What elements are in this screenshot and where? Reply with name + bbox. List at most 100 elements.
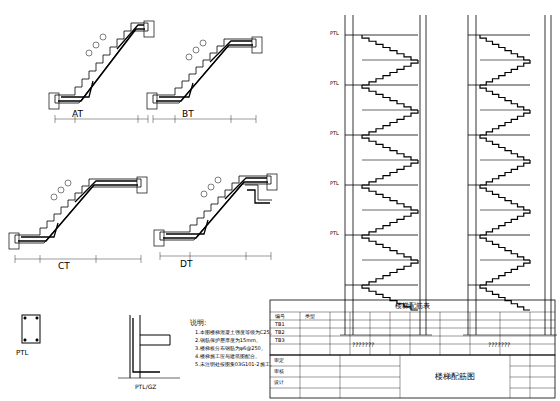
drawing-line <box>330 312 331 355</box>
drawing-line <box>345 15 346 335</box>
drawing-line <box>362 185 418 210</box>
drawing-line <box>350 312 351 355</box>
drawing-line <box>40 255 41 263</box>
drawing-line <box>153 119 256 120</box>
drawing-line <box>468 35 530 36</box>
table-title: 楼梯配筋表 <box>270 301 555 312</box>
drawing-line <box>468 15 469 335</box>
drawing-line <box>75 181 137 202</box>
drawing-line <box>130 315 131 378</box>
drawing-line <box>480 110 530 135</box>
title-text: 楼梯配筋表 <box>395 303 430 310</box>
drawing-label: 设计 <box>274 380 284 385</box>
drawing-line <box>362 235 418 260</box>
drawing-line <box>160 232 161 240</box>
drawing-line <box>160 256 271 257</box>
drawing-line <box>480 185 530 210</box>
drawing-line <box>190 252 191 260</box>
drawing-line <box>362 60 418 61</box>
drawing-line <box>246 252 247 260</box>
drawing-line <box>410 312 411 355</box>
drawing-line <box>510 355 511 398</box>
drawing-line <box>270 388 400 389</box>
drawing-line <box>345 85 418 86</box>
drawing-line <box>148 115 149 123</box>
drawing-label: 审定 <box>274 358 284 363</box>
drawing-line <box>55 115 56 123</box>
drawing-line <box>476 15 477 335</box>
drawing-label: PTL <box>330 181 339 186</box>
drawing-line <box>362 60 418 85</box>
drawing-line <box>270 336 555 337</box>
drawing-label: 1.本图楼梯混凝土强度等级为C25。 <box>195 330 275 335</box>
drawing-line <box>468 85 530 86</box>
drawing-line <box>156 45 253 101</box>
drawing-label: BT <box>182 110 194 119</box>
drawing-line <box>362 85 418 110</box>
drawing-line <box>58 29 145 101</box>
drawing-line <box>345 185 418 186</box>
drawing-line <box>153 39 256 103</box>
drawing-line <box>420 15 421 335</box>
drawing-label: 编号 <box>275 314 285 319</box>
drawing-line <box>15 259 141 260</box>
drawing-line <box>270 344 555 345</box>
drawing-line <box>117 25 144 49</box>
drawing-line <box>270 312 555 313</box>
drawing-line <box>345 35 418 36</box>
drawing-line <box>153 115 154 123</box>
drawing-line <box>362 260 418 261</box>
drawing-line <box>362 110 418 135</box>
drawing-line <box>480 235 530 260</box>
table-title: 楼梯配筋图 <box>400 356 510 398</box>
drawing-label: PTL <box>330 81 339 86</box>
drawing-label: ??????? <box>352 342 374 348</box>
drawing-line <box>370 312 371 355</box>
drawing-line <box>480 110 530 111</box>
drawing-line <box>480 160 530 161</box>
drawing-line <box>15 179 141 243</box>
drawing-line <box>468 285 530 286</box>
drawing-line <box>133 318 160 372</box>
drawing-line <box>96 255 97 263</box>
drawing-line <box>256 115 257 123</box>
drawing-label: 3.楼梯板分布钢筋为φ6@250。 <box>195 346 266 351</box>
drawing-label: 2.钢筋保护层厚度为15mm。 <box>195 338 261 343</box>
drawing-line <box>480 35 530 60</box>
drawing-line <box>270 320 555 321</box>
drawing-line <box>18 185 138 241</box>
drawing-line <box>362 160 418 161</box>
drawing-line <box>468 135 530 136</box>
drawing-line <box>175 115 176 123</box>
title-text: 楼梯配筋图 <box>435 373 475 381</box>
drawing-label: TB2 <box>275 330 285 335</box>
drawing-line <box>345 285 418 286</box>
drawing-line <box>345 135 418 136</box>
drawing-label: CT <box>58 262 70 271</box>
drawing-line <box>138 115 139 123</box>
drawing-line <box>362 160 418 185</box>
drawing-label: ??????? <box>488 342 510 348</box>
drawing-line <box>440 312 441 355</box>
drawing-line <box>271 252 272 260</box>
drawing-line <box>61 81 93 97</box>
drawing-line <box>118 378 180 379</box>
drawing-label: PTL <box>330 131 339 136</box>
drawing-line <box>55 119 148 120</box>
drawing-line <box>480 210 530 235</box>
drawing-line <box>153 95 154 103</box>
drawing-line <box>353 15 354 335</box>
drawing-line <box>390 312 391 355</box>
drawing-line <box>362 110 418 111</box>
drawing-line <box>15 255 16 263</box>
drawing-label: TB3 <box>275 338 285 343</box>
drawing-line <box>247 190 270 203</box>
drawing-line <box>231 115 232 123</box>
drawing-line <box>480 260 530 261</box>
drawing-line <box>551 15 552 335</box>
drawing-line <box>15 235 16 243</box>
drawing-label: PTL/GZ <box>135 384 156 390</box>
drawing-line <box>160 252 161 260</box>
drawing-line <box>510 377 555 378</box>
